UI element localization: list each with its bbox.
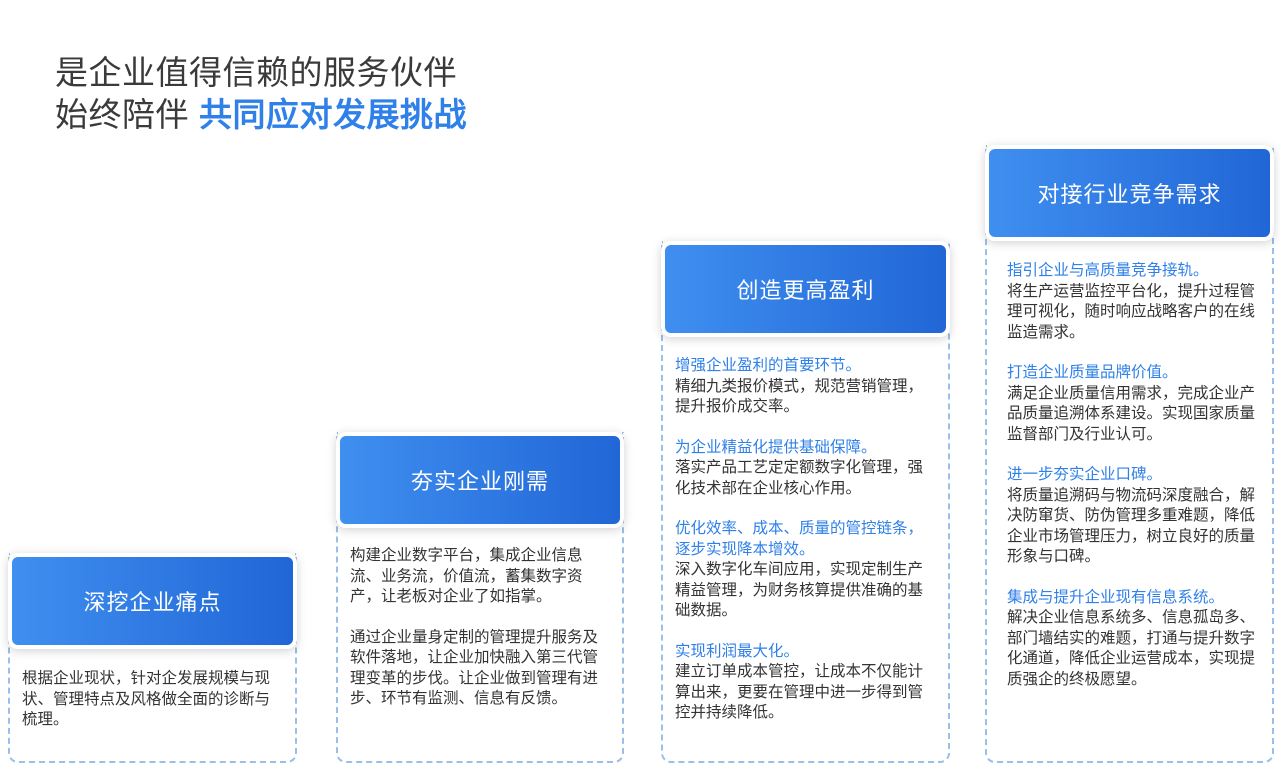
- section-text: 解决企业信息系统多、信息孤岛多、部门墙结实的难题，打通与提升数字化通道，降低企业…: [1007, 608, 1256, 688]
- step-card-4-section-2: 打造企业质量品牌价值。 满足企业质量信用需求，完成企业产品质量追溯体系建设。实现…: [1007, 362, 1260, 444]
- section-text: 落实产品工艺定定额数字化管理，强化技术部在企业核心作用。: [675, 458, 924, 497]
- step-card-2-paragraph-2: 通过企业量身定制的管理提升服务及软件落地，让企业加快融入第三代管理变革的步伐。让…: [350, 627, 599, 708]
- step-card-4-section-3: 进一步夯实企业口碑。 将质量追溯码与物流码深度融合，解决防窜货、防伪管理多重难题…: [1007, 464, 1260, 567]
- step-card-1-header: 深挖企业痛点: [8, 553, 297, 649]
- step-card-2: 夯实企业刚需 构建企业数字平台，集成企业信息流、业务流，价值流，蓄集数字资产，让…: [336, 432, 624, 763]
- headline: 是企业值得信赖的服务伙伴 始终陪伴共同应对发展挑战: [55, 52, 467, 136]
- section-title: 指引企业与高质量竞争接轨。: [1007, 261, 1209, 279]
- step-card-1: 深挖企业痛点 根据企业现状，针对企发展规模与现状、管理特点及风格做全面的诊断与梳…: [8, 553, 297, 763]
- step-card-3-body: 增强企业盈利的首要环节。 精细九类报价模式，规范营销管理，提升报价成交率。 为企…: [675, 355, 938, 743]
- section-text: 深入数字化车间应用，实现定制生产精益管理，为财务核算提供准确的基础数据。: [675, 560, 924, 619]
- headline-line2-plain: 始终陪伴: [55, 95, 189, 134]
- section-title: 为企业精益化提供基础保障。: [675, 437, 877, 456]
- step-card-2-title: 夯实企业刚需: [410, 470, 549, 495]
- section-text: 建立订单成本管控，让成本不仅能计算出来，更要在管理中进一步得到管控并持续降低。: [675, 662, 924, 721]
- step-card-4-body: 指引企业与高质量竞争接轨。 将生产运营监控平台化，提升过程管理可视化，随时响应战…: [1007, 260, 1260, 709]
- section-text: 精细九类报价模式，规范营销管理，提升报价成交率。: [675, 376, 924, 416]
- step-card-4-header: 对接行业竞争需求: [985, 145, 1274, 241]
- section-title: 实现利润最大化。: [675, 641, 800, 660]
- step-card-3-section-4: 实现利润最大化。 建立订单成本管控，让成本不仅能计算出来，更要在管理中进一步得到…: [675, 641, 938, 723]
- step-card-2-header: 夯实企业刚需: [336, 432, 624, 528]
- step-card-1-body: 根据企业现状，针对企发展规模与现状、管理特点及风格做全面的诊断与梳理。: [22, 668, 285, 750]
- headline-line2: 始终陪伴共同应对发展挑战: [55, 94, 467, 136]
- step-card-3-title: 创造更高盈利: [736, 279, 875, 304]
- step-card-4-section-4: 集成与提升企业现有信息系统。 解决企业信息系统多、信息孤岛多、部门墙结实的难题，…: [1007, 587, 1260, 690]
- step-card-3-section-1: 增强企业盈利的首要环节。 精细九类报价模式，规范营销管理，提升报价成交率。: [675, 355, 938, 417]
- section-title: 集成与提升企业现有信息系统。: [1007, 587, 1225, 606]
- step-card-3-section-2: 为企业精益化提供基础保障。 落实产品工艺定定额数字化管理，强化技术部在企业核心作…: [675, 437, 938, 499]
- section-title: 进一步夯实企业口碑。: [1007, 465, 1163, 483]
- step-card-3-header: 创造更高盈利: [661, 241, 950, 337]
- section-title: 增强企业盈利的首要环节。: [675, 356, 862, 374]
- section-text: 满足企业质量信用需求，完成企业产品质量追溯体系建设。实现国家质量监督部门及行业认…: [1007, 383, 1256, 443]
- step-card-2-body: 构建企业数字平台，集成企业信息流、业务流，价值流，蓄集数字资产，让老板对企业了如…: [350, 545, 612, 729]
- headline-line1: 是企业值得信赖的服务伙伴: [55, 53, 457, 92]
- step-card-4-title: 对接行业竞争需求: [1037, 183, 1222, 208]
- step-card-4-section-1: 指引企业与高质量竞争接轨。 将生产运营监控平台化，提升过程管理可视化，随时响应战…: [1007, 260, 1260, 342]
- step-card-2-paragraph-1: 构建企业数字平台，集成企业信息流、业务流，价值流，蓄集数字资产，让老板对企业了如…: [350, 546, 583, 605]
- step-card-1-title: 深挖企业痛点: [83, 591, 222, 616]
- section-title: 优化效率、成本、质量的管控链条，逐步实现降本增效。: [675, 519, 924, 558]
- headline-line2-accent: 共同应对发展挑战: [199, 95, 467, 134]
- step-card-3: 创造更高盈利 增强企业盈利的首要环节。 精细九类报价模式，规范营销管理，提升报价…: [661, 241, 950, 763]
- step-card-4: 对接行业竞争需求 指引企业与高质量竞争接轨。 将生产运营监控平台化，提升过程管理…: [985, 145, 1274, 763]
- step-card-3-section-3: 优化效率、成本、质量的管控链条，逐步实现降本增效。 深入数字化车间应用，实现定制…: [675, 518, 938, 621]
- section-text: 将生产运营监控平台化，提升过程管理可视化，随时响应战略客户的在线监造需求。: [1007, 281, 1256, 341]
- section-title: 打造企业质量品牌价值。: [1007, 363, 1178, 381]
- step-card-1-paragraph: 根据企业现状，针对企发展规模与现状、管理特点及风格做全面的诊断与梳理。: [22, 669, 271, 728]
- section-text: 将质量追溯码与物流码深度融合，解决防窜货、防伪管理多重难题，降低企业市场管理压力…: [1007, 485, 1256, 566]
